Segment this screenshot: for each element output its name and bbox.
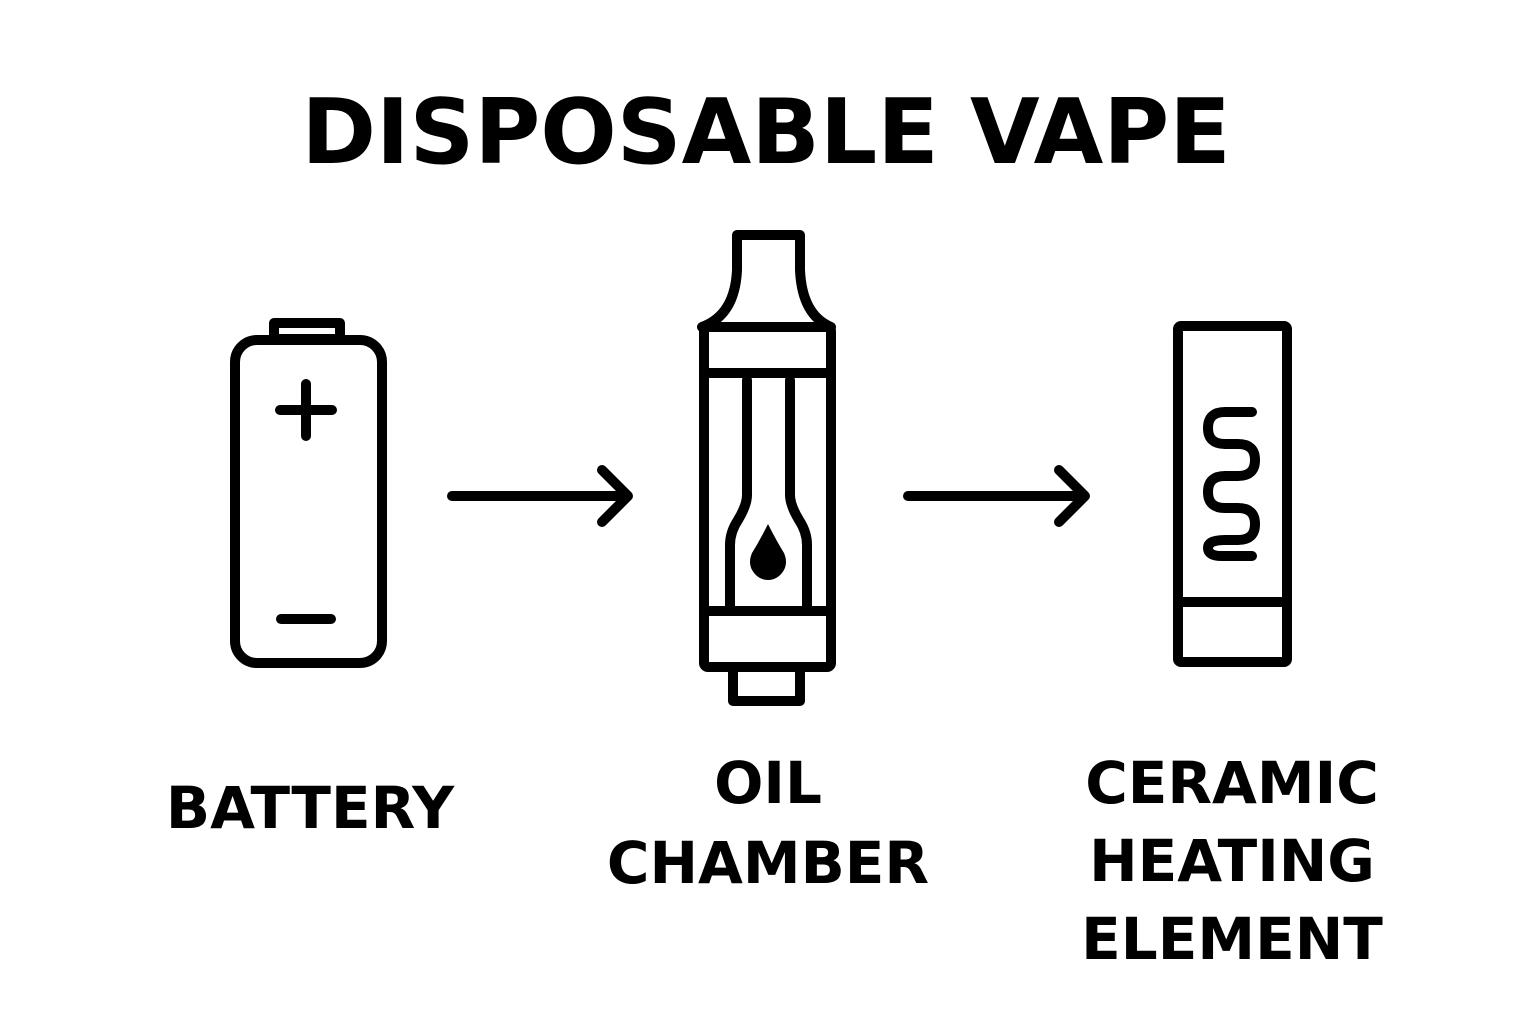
- arrow-icon: [903, 465, 1090, 527]
- oil-chamber-icon: [697, 230, 836, 706]
- heating-element-label-line1: CERAMIC: [1085, 749, 1379, 817]
- oil-chamber-label-line1: OIL: [714, 749, 822, 817]
- battery-label: BATTERY: [166, 774, 455, 842]
- ceramic-heating-element-icon: [1173, 321, 1292, 667]
- heating-element-label-line2: HEATING: [1089, 827, 1375, 895]
- heating-element-label-line3: ELEMENT: [1081, 905, 1383, 973]
- arrow-icon: [447, 465, 633, 527]
- diagram-title: DISPOSABLE VAPE: [301, 80, 1230, 185]
- battery-icon: [230, 318, 387, 668]
- oil-chamber-label-line2: CHAMBER: [607, 829, 929, 897]
